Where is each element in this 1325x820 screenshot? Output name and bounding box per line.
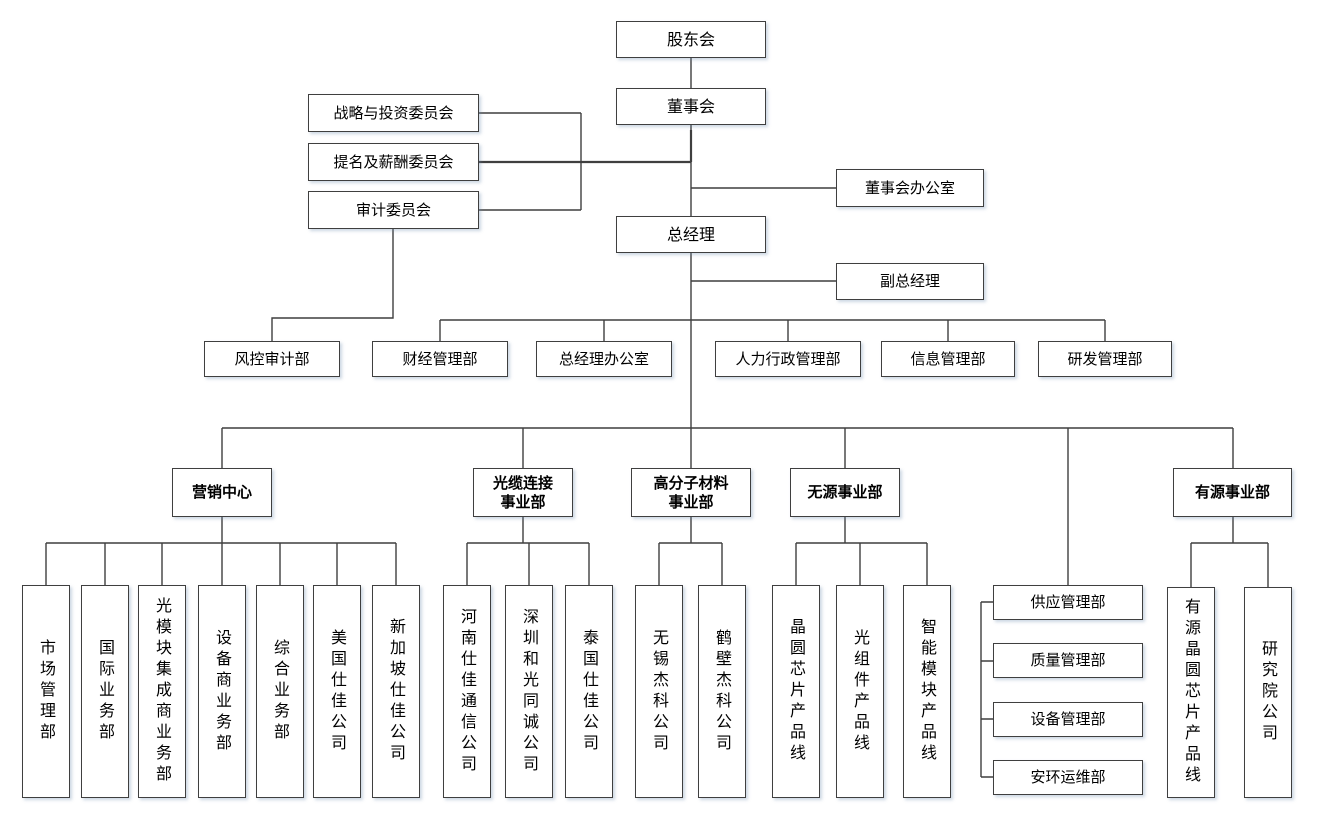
org-node-shenzhen-heguang: 深圳和光同诚公司 <box>505 585 553 798</box>
org-node-rd-mgmt: 研发管理部 <box>1038 341 1172 377</box>
node-label: 智能模块产品线 <box>918 618 937 765</box>
org-node-gm-office: 总经理办公室 <box>536 341 672 377</box>
node-label: 营销中心 <box>191 483 252 502</box>
org-node-audit-committee: 审计委员会 <box>308 191 479 229</box>
org-node-equipment-mgmt: 设备管理部 <box>993 702 1143 737</box>
org-node-deputy-gm: 副总经理 <box>836 263 984 300</box>
org-node-module-integrator-biz: 光模块集成商业务部 <box>138 585 186 798</box>
org-node-research-institute: 研究院公司 <box>1244 587 1292 798</box>
node-label: 信息管理部 <box>910 349 986 368</box>
node-label: 高分子材料 事业部 <box>653 473 729 511</box>
node-label: 鹤壁杰科公司 <box>713 628 732 755</box>
connector-polymer-children <box>658 517 723 585</box>
node-label: 人力行政管理部 <box>735 349 841 368</box>
connector-active-children <box>1190 517 1269 587</box>
org-node-wuxi-jieke: 无锡杰科公司 <box>635 585 683 798</box>
org-node-market-mgmt: 市场管理部 <box>22 585 70 798</box>
node-label: 河南仕佳通信公司 <box>458 607 477 776</box>
connector-mgmt-bracket <box>980 601 993 778</box>
org-node-board-office: 董事会办公室 <box>836 169 984 207</box>
org-node-thailand-shijia: 泰国仕佳公司 <box>565 585 613 798</box>
org-node-shareholders: 股东会 <box>616 21 766 58</box>
connector-bu-bus <box>221 427 1234 585</box>
node-label: 财经管理部 <box>402 349 478 368</box>
org-node-active-wafer-line: 有源晶圆芯片产品线 <box>1167 587 1215 798</box>
node-label: 质量管理部 <box>1030 651 1106 670</box>
node-label: 供应管理部 <box>1030 593 1106 612</box>
node-label: 设备管理部 <box>1030 710 1106 729</box>
node-label: 市场管理部 <box>37 639 56 744</box>
connector-marketing-children <box>45 517 397 585</box>
connector-cable-children <box>466 517 590 585</box>
connector-passive-children <box>795 517 928 585</box>
org-node-nomination-committee: 提名及薪酬委员会 <box>308 143 479 181</box>
org-node-supply-mgmt: 供应管理部 <box>993 585 1143 620</box>
node-label: 审计委员会 <box>355 200 431 219</box>
org-node-optical-component-line: 光组件产品线 <box>836 585 884 798</box>
node-label: 股东会 <box>666 29 715 49</box>
org-node-finance: 财经管理部 <box>372 341 508 377</box>
org-node-hr-admin: 人力行政管理部 <box>715 341 861 377</box>
node-label: 安环运维部 <box>1030 768 1106 787</box>
node-label: 无锡杰科公司 <box>650 628 669 755</box>
org-node-quality-mgmt: 质量管理部 <box>993 643 1143 678</box>
node-label: 新加坡仕佳公司 <box>387 618 406 765</box>
org-node-smart-module-line: 智能模块产品线 <box>903 585 951 798</box>
node-label: 有源晶圆芯片产品线 <box>1182 598 1201 787</box>
node-label: 深圳和光同诚公司 <box>520 607 539 776</box>
org-node-general-manager: 总经理 <box>616 216 766 253</box>
node-label: 董事会 <box>666 96 715 116</box>
org-node-hebi-jieke: 鹤壁杰科公司 <box>698 585 746 798</box>
node-label: 综合业务部 <box>271 639 290 744</box>
org-node-board: 董事会 <box>616 88 766 125</box>
node-label: 国际业务部 <box>96 639 115 744</box>
org-node-henan-shijia: 河南仕佳通信公司 <box>443 585 491 798</box>
node-label: 光缆连接 事业部 <box>492 473 553 511</box>
node-label: 研究院公司 <box>1259 640 1278 745</box>
connector-board-junction <box>479 130 693 164</box>
org-node-active-bu: 有源事业部 <box>1173 468 1292 517</box>
node-label: 战略与投资委员会 <box>333 103 454 122</box>
node-label: 泰国仕佳公司 <box>580 628 599 755</box>
org-node-safety-ops: 安环运维部 <box>993 760 1143 795</box>
node-label: 董事会办公室 <box>864 178 955 197</box>
org-node-intl-biz: 国际业务部 <box>81 585 129 798</box>
connector-dept-bus <box>439 319 1106 341</box>
node-label: 晶圆芯片产品线 <box>787 618 806 765</box>
org-node-cable-bu: 光缆连接 事业部 <box>473 468 573 517</box>
org-node-usa-shijia: 美国仕佳公司 <box>313 585 361 798</box>
org-node-polymer-bu: 高分子材料 事业部 <box>631 468 751 517</box>
node-label: 研发管理部 <box>1067 349 1143 368</box>
node-label: 总经理办公室 <box>558 349 649 368</box>
node-label: 美国仕佳公司 <box>328 628 347 755</box>
node-label: 副总经理 <box>879 272 940 291</box>
org-node-general-biz: 综合业务部 <box>256 585 304 798</box>
node-label: 提名及薪酬委员会 <box>333 152 454 171</box>
org-node-risk-audit: 风控审计部 <box>204 341 340 377</box>
node-label: 总经理 <box>666 224 715 244</box>
org-node-wafer-chip-line: 晶圆芯片产品线 <box>772 585 820 798</box>
connector-audit-to-risk <box>271 229 394 341</box>
node-label: 风控审计部 <box>234 349 310 368</box>
node-label: 无源事业部 <box>807 483 883 502</box>
node-label: 有源事业部 <box>1194 483 1270 502</box>
org-node-singapore-shijia: 新加坡仕佳公司 <box>372 585 420 798</box>
org-node-equipment-vendor-biz: 设备商业务部 <box>198 585 246 798</box>
org-node-info-mgmt: 信息管理部 <box>881 341 1015 377</box>
org-node-passive-bu: 无源事业部 <box>790 468 900 517</box>
node-label: 光组件产品线 <box>851 628 870 755</box>
org-node-strategy-committee: 战略与投资委员会 <box>308 94 479 132</box>
node-label: 光模块集成商业务部 <box>153 597 172 786</box>
node-label: 设备商业务部 <box>213 628 232 755</box>
org-node-marketing-center: 营销中心 <box>172 468 272 517</box>
connector-committees <box>479 112 582 211</box>
